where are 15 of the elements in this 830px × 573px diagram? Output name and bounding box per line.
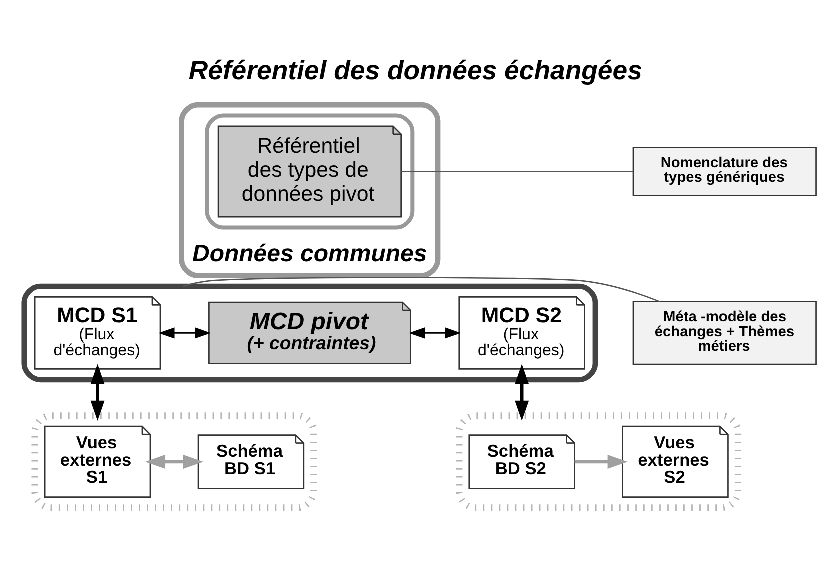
node-box: Nomenclature des types génériques — [632, 147, 817, 196]
node-box: Méta -modèle des échanges + Thèmes métiers — [632, 301, 817, 366]
arrow — [409, 328, 462, 339]
arrow — [574, 454, 628, 469]
cluster — [205, 114, 415, 230]
arrow — [90, 364, 105, 421]
cluster — [456, 412, 742, 512]
connector — [402, 171, 634, 172]
cluster — [22, 284, 598, 383]
cluster — [32, 412, 318, 512]
arrow — [515, 364, 530, 421]
connector — [183, 277, 660, 302]
arrow — [145, 454, 204, 469]
diagram-title: Référentiel des données échangées — [188, 56, 642, 86]
arrow — [158, 328, 212, 339]
